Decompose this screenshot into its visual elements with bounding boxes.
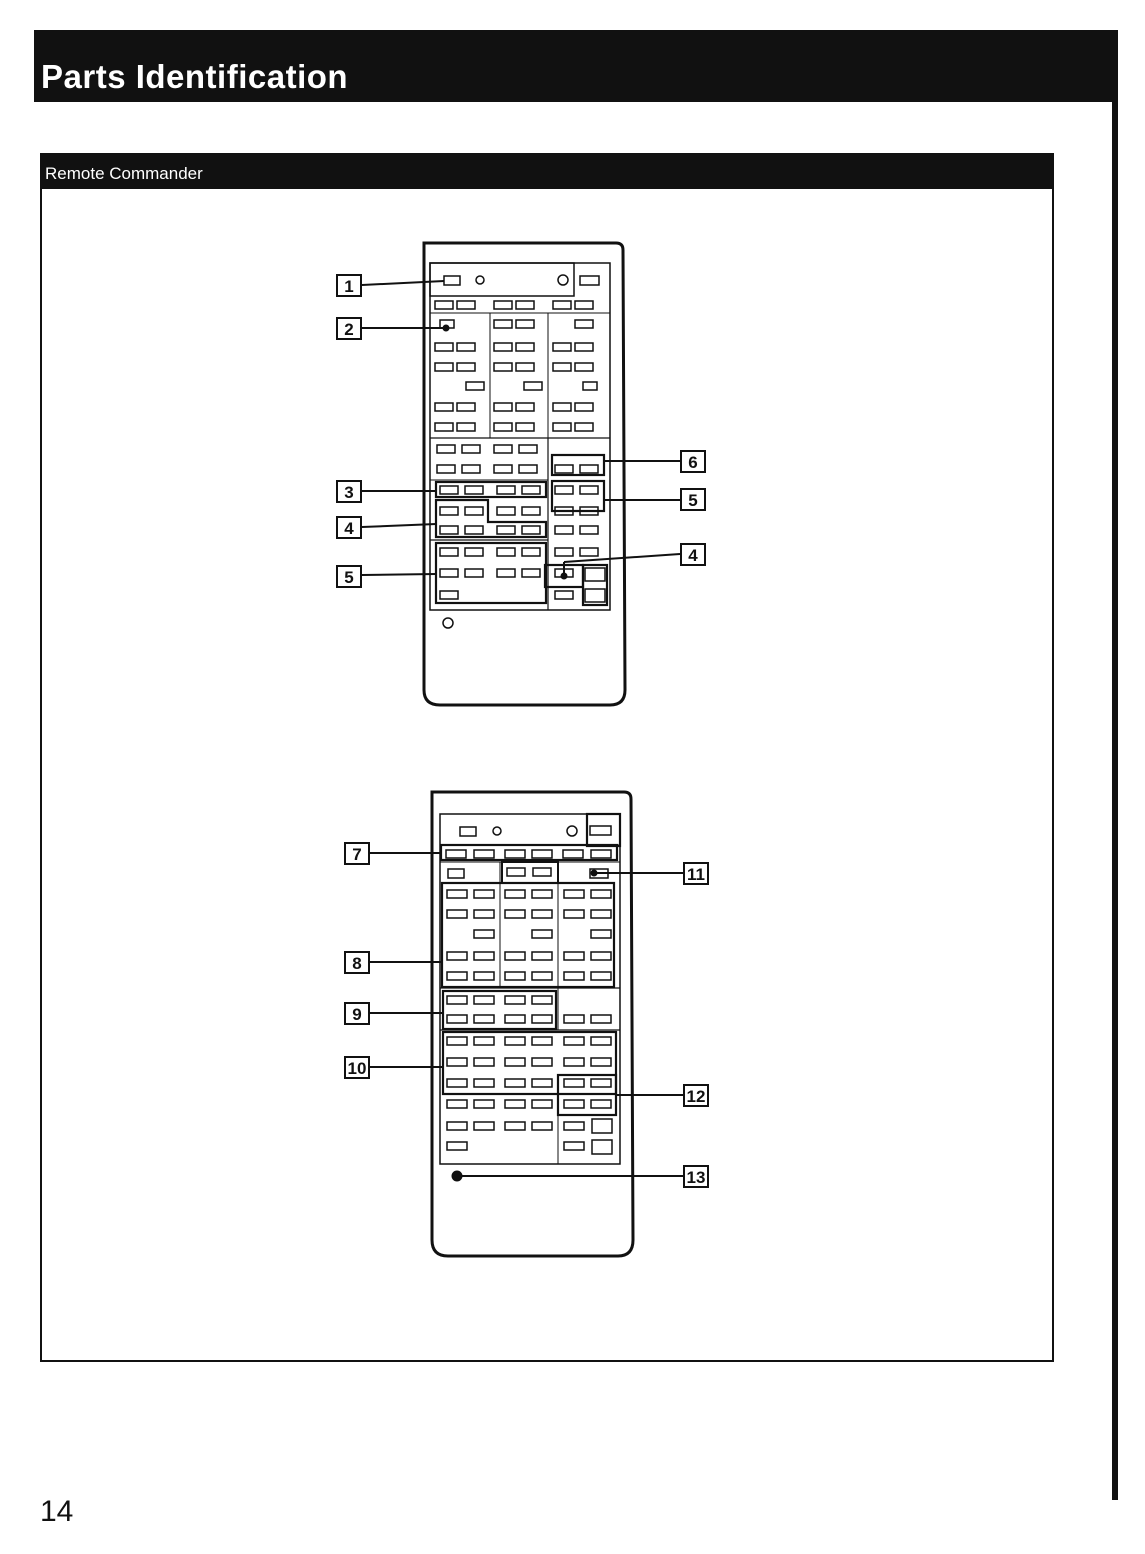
remote-back-buttons: [446, 850, 612, 1154]
callout-number: 4: [344, 519, 354, 538]
remote-back-illustration: [432, 792, 633, 1256]
callout-number: 5: [688, 491, 697, 510]
remote-front-leader-lines: [362, 281, 680, 579]
callout-number: 4: [688, 546, 698, 565]
callout-number: 11: [687, 865, 705, 884]
callout-number: 3: [344, 483, 353, 502]
callout-number: 10: [348, 1059, 367, 1078]
remote-back-callouts: 7 8 9 10 11 12 13: [345, 843, 708, 1187]
remote-front-buttons: [435, 301, 605, 602]
callout-number: 6: [688, 453, 697, 472]
page-number: 14: [40, 1495, 73, 1529]
callout-number: 13: [687, 1168, 706, 1187]
callout-number: 1: [344, 277, 353, 296]
callout-number: 8: [352, 954, 361, 973]
callout-number: 12: [687, 1087, 706, 1106]
remote-front-illustration: [424, 243, 625, 705]
callout-number: 2: [344, 320, 353, 339]
remote-back-leader-lines: [370, 853, 683, 1176]
callout-number: 7: [352, 845, 361, 864]
callout-number: 9: [352, 1005, 361, 1024]
callout-number: 5: [344, 568, 353, 587]
